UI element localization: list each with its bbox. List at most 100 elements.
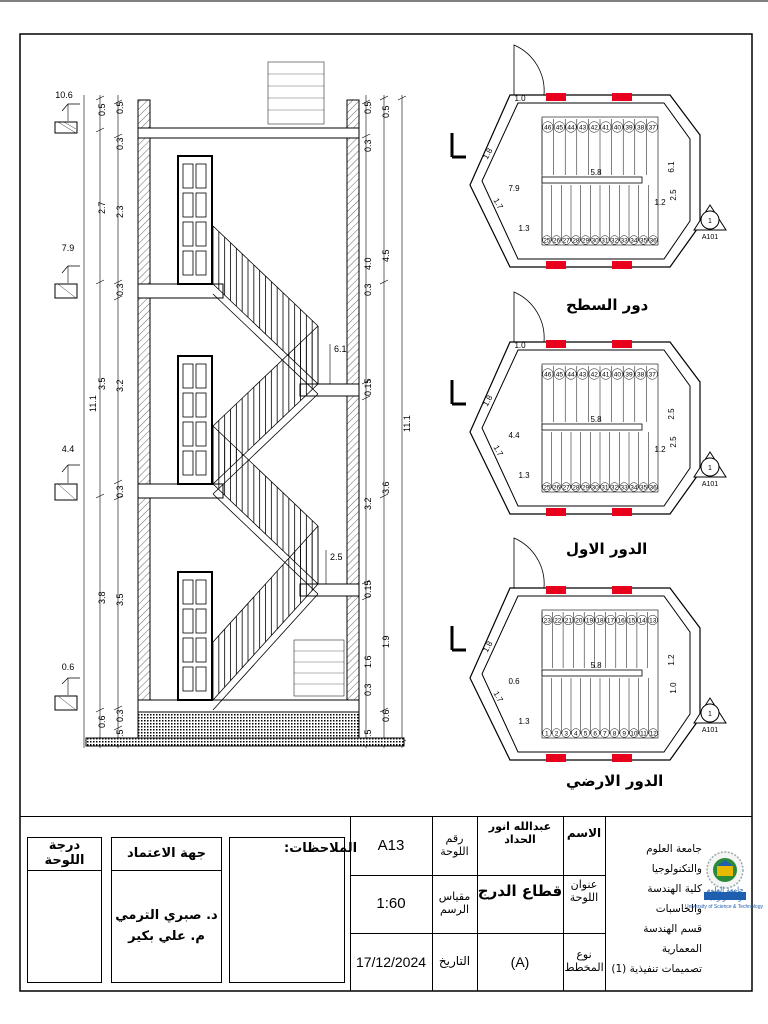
total-height-left: 11.1 bbox=[88, 395, 98, 412]
stair-flight bbox=[212, 325, 319, 495]
door-panel bbox=[182, 421, 194, 447]
tread-number-circle bbox=[609, 728, 620, 738]
materials-note bbox=[267, 61, 325, 125]
tread-number: 34 bbox=[630, 485, 638, 492]
tread-number: 31 bbox=[601, 238, 609, 245]
tread-number-circle bbox=[542, 728, 552, 738]
tread-number: 27 bbox=[563, 485, 571, 492]
tread-number: 34 bbox=[630, 238, 638, 245]
plan-dimension: 1.2 bbox=[654, 445, 666, 454]
tread-number-circle bbox=[619, 235, 629, 245]
approval-label: جهة الاعتماد bbox=[111, 837, 222, 871]
tread-number-circle bbox=[629, 235, 639, 245]
slab-1 bbox=[137, 483, 224, 499]
stair-divider bbox=[541, 423, 643, 431]
tread-number: 30 bbox=[592, 238, 600, 245]
left-wall bbox=[137, 99, 151, 747]
tread-number: 31 bbox=[601, 485, 609, 492]
window-opening bbox=[612, 754, 632, 762]
tread-number: 14 bbox=[639, 618, 647, 625]
sheet-no-label: رقم اللوحة bbox=[440, 832, 469, 858]
stair-section: 10.6 7.9 4.4 0.6 bbox=[54, 61, 412, 748]
approver-2: م. علي بكير bbox=[128, 928, 205, 944]
door-panel bbox=[195, 192, 207, 218]
tread-number: 35 bbox=[640, 485, 648, 492]
tread-number: 41 bbox=[602, 125, 610, 132]
tread-number-circle bbox=[561, 728, 571, 738]
plan-dimension: 1.2 bbox=[667, 654, 676, 666]
window-opening bbox=[546, 340, 566, 348]
tread-number: 43 bbox=[579, 372, 587, 379]
tread-number-circle bbox=[611, 368, 623, 380]
stair-flight bbox=[212, 525, 319, 711]
level-7-9: 7.9 bbox=[62, 243, 75, 253]
tread-number: 4 bbox=[574, 731, 578, 738]
course-name: تصميمات تنفيذية (1) bbox=[611, 962, 702, 975]
tread-number-circle bbox=[619, 482, 629, 492]
tread-number-circle bbox=[637, 614, 648, 626]
door-panel bbox=[195, 608, 207, 634]
dim: 1.6 bbox=[363, 655, 373, 668]
dim: 0.3 bbox=[115, 709, 125, 722]
tread-number-circle bbox=[584, 614, 595, 626]
roof-plan-title: دور السطح bbox=[566, 296, 649, 314]
door-panel bbox=[182, 192, 194, 218]
door-swing bbox=[513, 291, 545, 343]
total-height-right: 11.1 bbox=[402, 415, 412, 432]
dim: 0.5 bbox=[97, 103, 107, 116]
roof-slab bbox=[137, 127, 360, 139]
level-marker: 0.6 bbox=[54, 662, 80, 711]
door-panel bbox=[182, 163, 194, 189]
tread-number-circle bbox=[571, 482, 581, 492]
right-wall bbox=[346, 99, 360, 747]
tread-number: 33 bbox=[621, 485, 629, 492]
tread-number-circle bbox=[609, 235, 620, 245]
date-label: التاريخ bbox=[438, 954, 471, 969]
ground-slab bbox=[137, 699, 360, 713]
approver-1: د. صبري الترمي bbox=[115, 907, 218, 923]
window-opening bbox=[612, 586, 632, 594]
tread-number: 36 bbox=[650, 485, 658, 492]
tread-number: 9 bbox=[622, 731, 626, 738]
tread-number: 2 bbox=[555, 731, 559, 738]
sheet-title: قطاع الدرج bbox=[477, 882, 563, 901]
stair-divider bbox=[541, 669, 643, 677]
section-ref: A101 bbox=[702, 727, 718, 734]
tread-number: 46 bbox=[544, 372, 552, 379]
tread-number: 25 bbox=[543, 485, 551, 492]
title-label: عنوان اللوحة bbox=[569, 878, 599, 904]
dim: 0.3 bbox=[115, 283, 125, 296]
level-10-6: 10.6 bbox=[55, 90, 73, 100]
tread-number: 32 bbox=[611, 238, 619, 245]
dim: 0.5 bbox=[363, 101, 373, 114]
landing-dim: 6.1 bbox=[334, 344, 347, 354]
grade-label: درجة اللوحة bbox=[27, 837, 102, 871]
level-4-4: 4.4 bbox=[62, 444, 75, 454]
tread-number: 37 bbox=[649, 125, 657, 132]
plan-dimension: 6.1 bbox=[667, 161, 676, 173]
tread-number-circle bbox=[542, 482, 552, 492]
tread-number-circle bbox=[551, 235, 562, 245]
plan-dimension: 1.0 bbox=[669, 682, 678, 694]
tread-number: 17 bbox=[607, 618, 615, 625]
tread-number-circle bbox=[565, 368, 577, 380]
university-info: جامعة العلوم والتكنولوجيا كلية الهندسة و… bbox=[606, 840, 702, 980]
tread-number-circle bbox=[571, 235, 581, 245]
tread-number-circle bbox=[646, 121, 658, 133]
tread-number-circle bbox=[542, 368, 554, 380]
tread-number-circle bbox=[590, 728, 600, 738]
student-name: عبدالله انور الحداد bbox=[488, 820, 552, 846]
plan-dimension: 2.5 bbox=[667, 408, 676, 420]
tread-number-circle bbox=[619, 728, 629, 738]
logo-arabic: جامعة العلوم والتكنولوجيا bbox=[706, 886, 744, 902]
door-panel bbox=[195, 163, 207, 189]
level-0-6: 0.6 bbox=[62, 662, 75, 672]
tread-number: 32 bbox=[611, 485, 619, 492]
approvers-box: د. صبري الترمي م. علي بكير bbox=[111, 871, 222, 983]
tread-number-circle bbox=[552, 614, 563, 626]
plan-dimension: 1.3 bbox=[518, 224, 530, 233]
dim: 4.0 bbox=[363, 257, 373, 270]
tread-number-circle bbox=[590, 482, 600, 492]
tread-number: 28 bbox=[572, 485, 580, 492]
